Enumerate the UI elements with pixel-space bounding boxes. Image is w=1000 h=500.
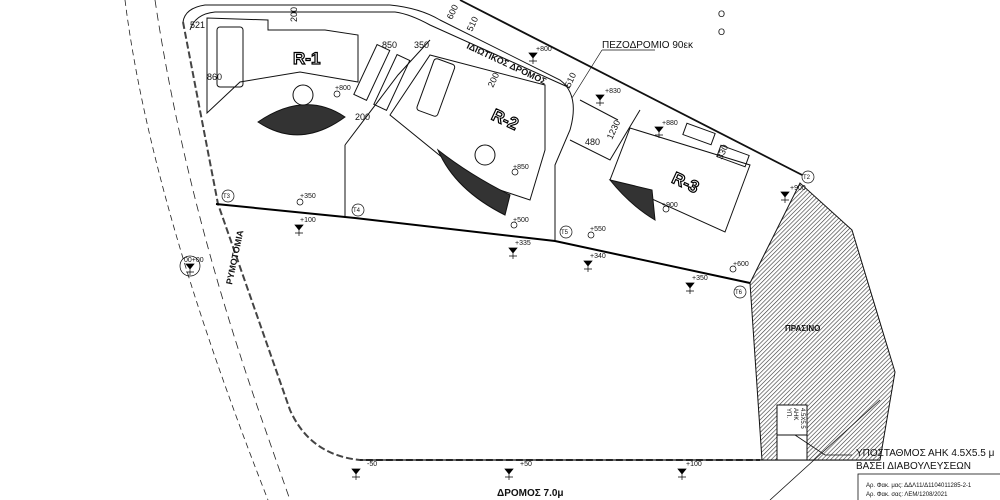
dimension: 521 [190, 20, 205, 30]
dimension: 200 [486, 71, 501, 89]
corner-mark-2: O [718, 27, 725, 37]
dimension: 480 [585, 137, 600, 147]
dimension: 350 [414, 40, 429, 50]
elevation-mark: +350 [300, 193, 316, 200]
point-t4: T4 [353, 208, 361, 214]
point-t6: T6 [735, 290, 743, 296]
dimension: 510 [563, 71, 578, 89]
substation-note-2: ΒΑΣΕΙ ΔΙΑΒΟΥΛΕΥΣΕΩΝ [856, 461, 971, 472]
plot-boundary-line [215, 203, 751, 284]
corner-mark-1: O [718, 9, 725, 19]
private-road [182, 0, 809, 240]
elevation-mark: +830 [605, 88, 621, 95]
building-r2 [389, 54, 546, 216]
building-label-r2: R-2 [489, 105, 522, 134]
elevation-mark: -50 [367, 461, 377, 468]
sidewalk-label: ΠΕΖΟΔΡΟΜΙΟ 90εκ [602, 40, 694, 51]
reference-box [857, 473, 1000, 500]
substation-leader [794, 434, 852, 456]
dimension: 200 [355, 112, 370, 122]
substation-note-1: ΥΠΟΣΤΑΘΜΟΣ ΑΗΚ 4.5Χ5.5 μ [856, 448, 995, 459]
building-label-r3: R-3 [669, 168, 702, 197]
elevation-mark: +850 [513, 164, 529, 171]
elevation-symbols [179, 52, 790, 480]
green-area-label: ΠΡΑΣΙΝΟ [785, 324, 820, 333]
substation-box-label-2: ΑΗΚ [792, 408, 798, 420]
elevation-mark: +800 [335, 85, 351, 92]
elevation-mark: +550 [590, 226, 606, 233]
elevation-mark: +340 [590, 253, 606, 260]
elevation-mark: +335 [515, 240, 531, 247]
dimension: 510 [465, 15, 480, 33]
substation-box-label-1: ΥΠ. [785, 408, 791, 418]
building-label-r1: R-1 [293, 49, 320, 68]
street-line-label: ΡΥΜΟΤΟΜΙΑ [224, 229, 245, 286]
elevation-mark: +600 [733, 261, 749, 268]
green-area [749, 182, 896, 461]
substation-box [776, 404, 808, 461]
elevation-mark: +500 [513, 217, 529, 224]
street-line-boundary [182, 21, 760, 461]
substation-box-label-3: 4.5Χ5.5 [799, 408, 805, 429]
point-t2: T2 [803, 175, 811, 181]
dimension: 600 [445, 3, 460, 21]
elevation-mark: +800 [536, 46, 552, 53]
street-edges [124, 0, 291, 500]
building-r1 [206, 17, 359, 136]
parking-spaces [353, 43, 750, 168]
elevation-mark: +350 [692, 275, 708, 282]
building-r3 [608, 127, 751, 233]
elevation-mark: 00+00 [184, 257, 204, 264]
elevation-mark: +100 [686, 461, 702, 468]
elevation-mark: +900 [662, 202, 678, 209]
elevation-mark: +880 [662, 120, 678, 127]
elevation-mark: +50 [520, 461, 532, 468]
dimension: 860 [207, 72, 222, 82]
point-t3: T3 [223, 194, 231, 200]
elevation-mark: +100 [300, 217, 316, 224]
survey-points [221, 170, 815, 299]
bottom-road-label: ΔΡΟΜΟΣ 7.0μ [497, 488, 564, 499]
dimension: 200 [289, 7, 299, 22]
elevation-mark: +900 [790, 185, 806, 192]
reference-line-1: Αρ. Φακ. μας: ΔΔΛ11/Δ1104011285-2-1 [866, 483, 972, 489]
dimension: 850 [382, 40, 397, 50]
dimension: 1230 [605, 118, 623, 140]
reference-line-2: Αρ. Φακ. σας: ΛΕΜ/1208/2021 [866, 492, 948, 498]
point-t5: T5 [561, 230, 569, 236]
